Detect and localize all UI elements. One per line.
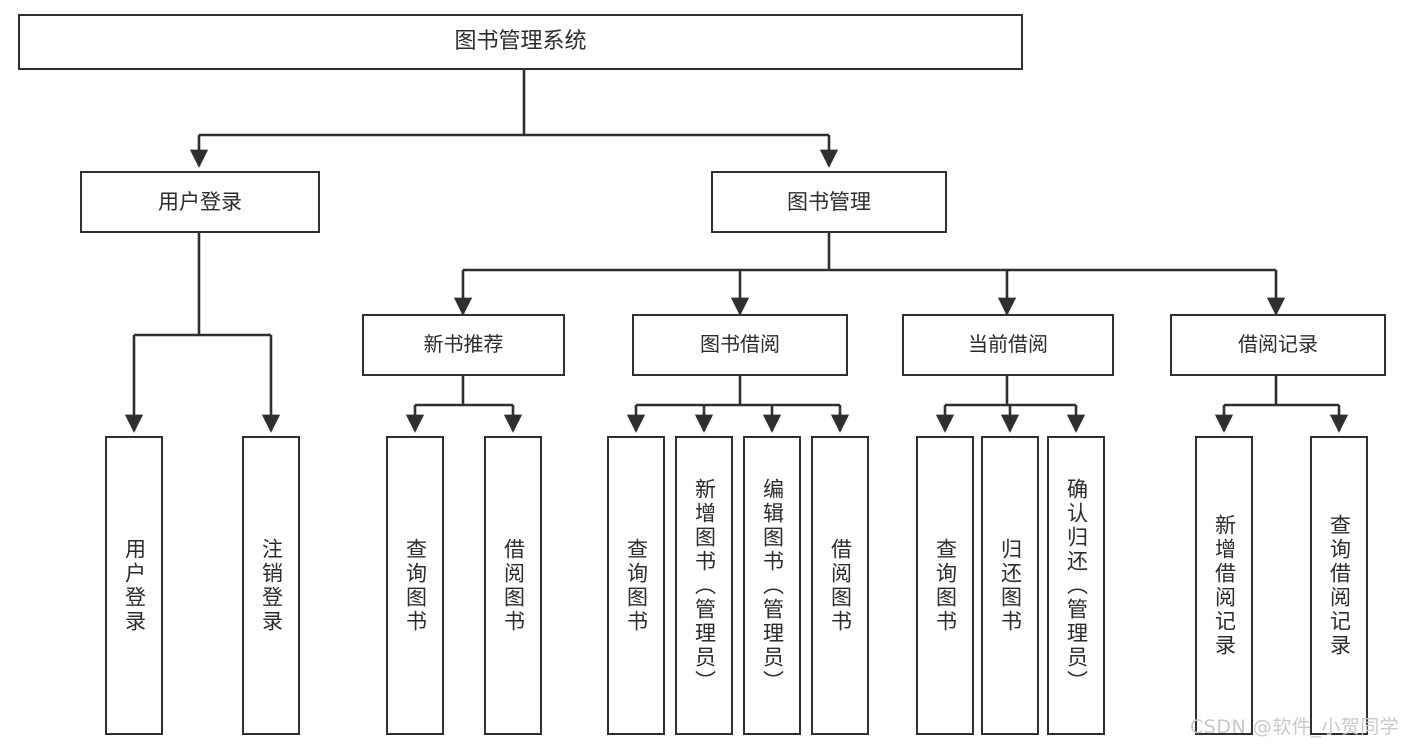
node-label: 当前借阅 [968, 332, 1048, 357]
node-label: 归还图书 [998, 537, 1023, 634]
node-leaf-query-book-recommendation[interactable]: 查询图书 [386, 436, 444, 735]
node-label: 注销登录 [259, 537, 284, 634]
node-leaf-confirm-return-admin[interactable]: 确认归还（管理员） [1047, 436, 1105, 735]
node-current-borrowing[interactable]: 当前借阅 [902, 314, 1114, 376]
node-book-borrowing[interactable]: 图书借阅 [632, 314, 848, 376]
node-label: 新增图书（管理员） [692, 477, 717, 694]
node-leaf-user-logout[interactable]: 注销登录 [242, 436, 300, 735]
node-label: 图书借阅 [700, 332, 780, 357]
node-label: 编辑图书（管理员） [760, 477, 785, 694]
node-label: 用户登录 [158, 189, 242, 214]
node-leaf-query-book-borrowing[interactable]: 查询图书 [607, 436, 665, 735]
node-label: 新书推荐 [423, 332, 504, 357]
node-new-book-recommendation[interactable]: 新书推荐 [362, 314, 565, 376]
node-label: 借阅图书 [828, 537, 853, 634]
node-leaf-borrow-book-borrowing[interactable]: 借阅图书 [811, 436, 869, 735]
node-borrowing-record[interactable]: 借阅记录 [1170, 314, 1386, 376]
node-label: 确认归还（管理员） [1064, 477, 1089, 694]
node-leaf-add-book-admin[interactable]: 新增图书（管理员） [675, 436, 733, 735]
node-label: 新增借阅记录 [1212, 513, 1237, 658]
node-leaf-add-borrow-record[interactable]: 新增借阅记录 [1195, 436, 1253, 735]
node-leaf-user-login[interactable]: 用户登录 [105, 436, 163, 735]
csdn-watermark: CSDN @软件_小贺同学 [1190, 716, 1400, 738]
node-book-management[interactable]: 图书管理 [711, 171, 947, 233]
node-label: 用户登录 [122, 537, 147, 634]
node-label: 图书管理系统 [454, 29, 587, 55]
node-label: 借阅图书 [501, 537, 526, 634]
node-root-book-management-system[interactable]: 图书管理系统 [18, 14, 1023, 70]
node-leaf-return-book[interactable]: 归还图书 [981, 436, 1039, 735]
node-leaf-query-book-current[interactable]: 查询图书 [916, 436, 974, 735]
node-leaf-edit-book-admin[interactable]: 编辑图书（管理员） [743, 436, 801, 735]
node-label: 查询图书 [403, 537, 428, 634]
node-label: 查询图书 [624, 537, 649, 634]
node-label: 借阅记录 [1238, 332, 1318, 357]
node-user-login[interactable]: 用户登录 [80, 171, 320, 233]
node-leaf-query-borrow-record[interactable]: 查询借阅记录 [1310, 436, 1368, 735]
node-label: 查询图书 [933, 537, 958, 634]
node-label: 图书管理 [787, 189, 871, 214]
node-label: 查询借阅记录 [1327, 513, 1352, 658]
node-leaf-borrow-book-recommendation[interactable]: 借阅图书 [484, 436, 542, 735]
